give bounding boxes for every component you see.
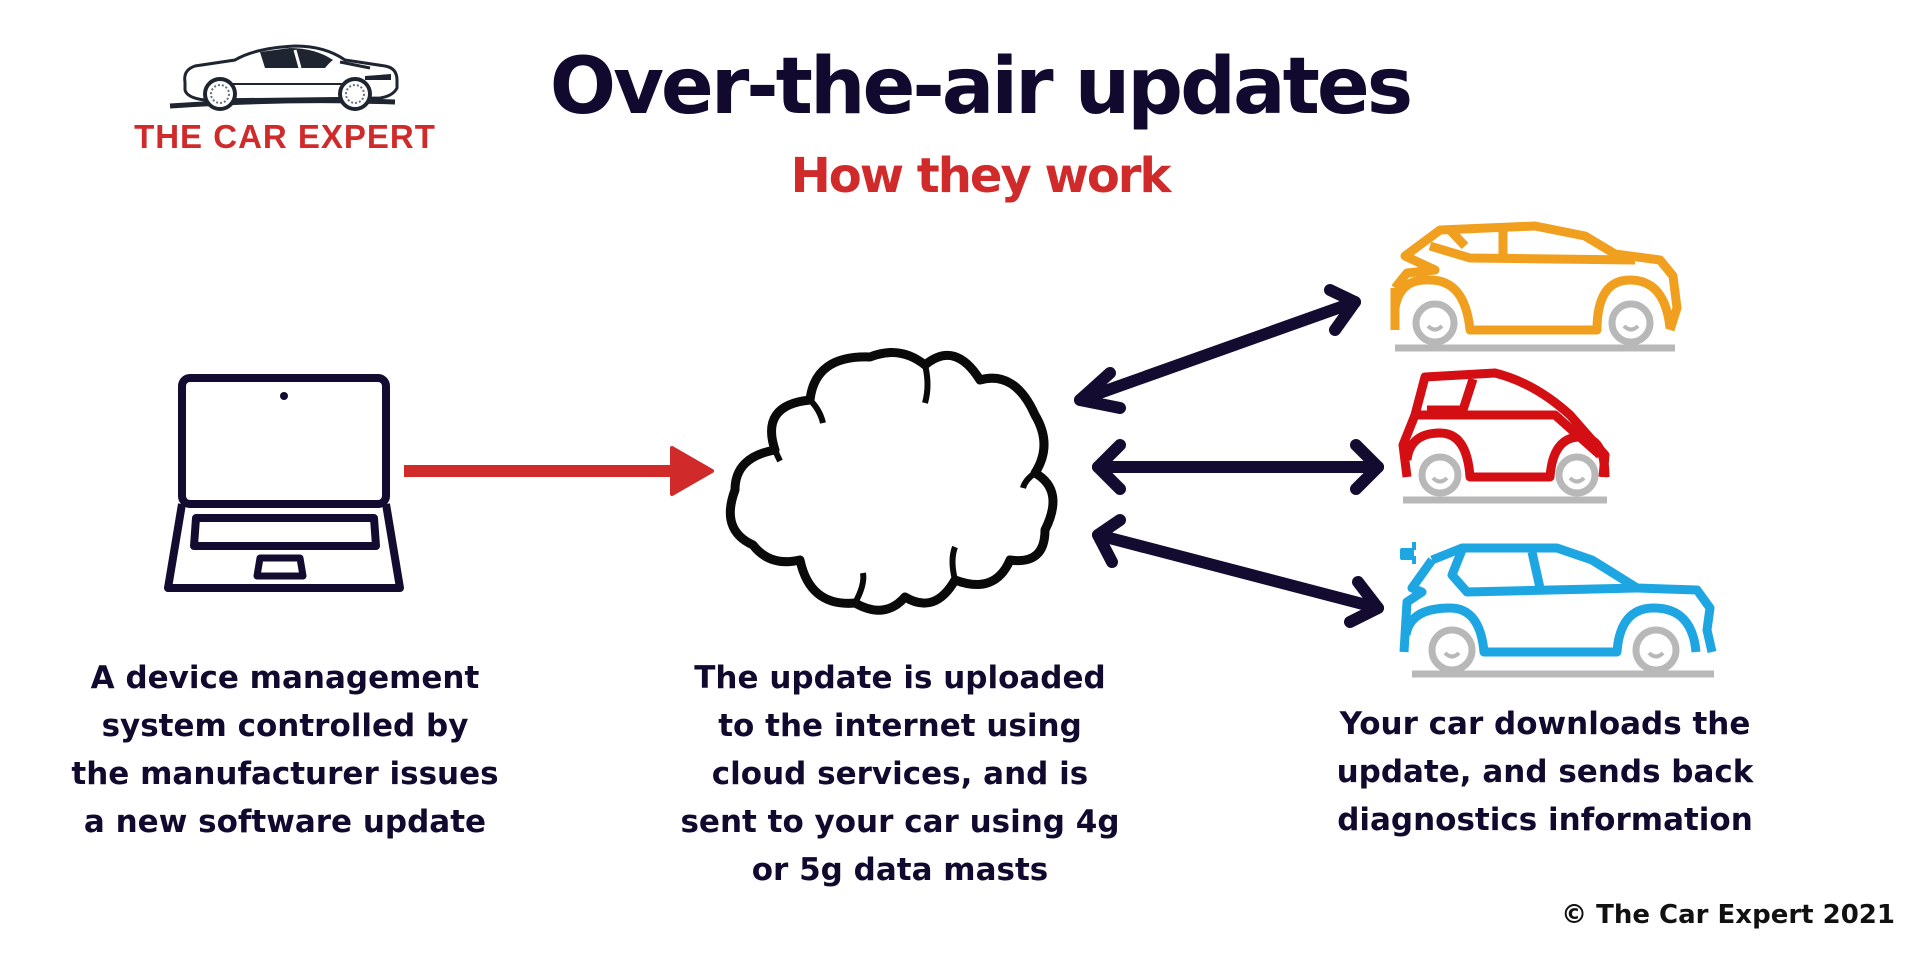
- step-3-caption: Your car downloads the update, and sends…: [1300, 700, 1790, 844]
- caption-line: A device management: [90, 660, 480, 696]
- suv-car-icon: [1390, 221, 1682, 352]
- caption-line: to the internet using: [718, 708, 1082, 744]
- copyright-text: © The Car Expert 2021: [1561, 900, 1895, 930]
- upload-arrow-icon: [404, 446, 714, 496]
- two-way-arrow-icon-top: [1074, 284, 1361, 414]
- hatchback-car-icon: [1398, 368, 1610, 504]
- caption-line: sent to your car using 4g: [680, 804, 1120, 840]
- caption-line: update, and sends back: [1336, 754, 1754, 790]
- page-subtitle: How they work: [790, 148, 1172, 204]
- logo-text: THE CAR EXPERT: [134, 118, 436, 155]
- caption-line: Your car downloads the: [1339, 706, 1751, 742]
- step-2-caption: The update is uploaded to the internet u…: [660, 654, 1140, 894]
- two-way-arrow-icon-middle: [1092, 439, 1384, 495]
- two-way-arrow-icon-bottom: [1092, 514, 1384, 628]
- caption-line: The update is uploaded: [694, 660, 1106, 696]
- electric-car-icon: [1399, 542, 1717, 678]
- cloud-icon: [725, 348, 1058, 615]
- laptop-icon: [164, 374, 404, 592]
- caption-line: or 5g data masts: [751, 852, 1049, 888]
- sports-car-logo-icon: [169, 44, 399, 111]
- page-title: Over-the-air updates: [549, 42, 1413, 132]
- caption-line: system controlled by: [101, 708, 469, 744]
- caption-line: diagnostics information: [1337, 802, 1753, 838]
- step-1-caption: A device management system controlled by…: [40, 654, 530, 846]
- caption-line: the manufacturer issues: [71, 756, 499, 792]
- caption-line: a new software update: [83, 804, 487, 840]
- caption-line: cloud services, and is: [711, 756, 1089, 792]
